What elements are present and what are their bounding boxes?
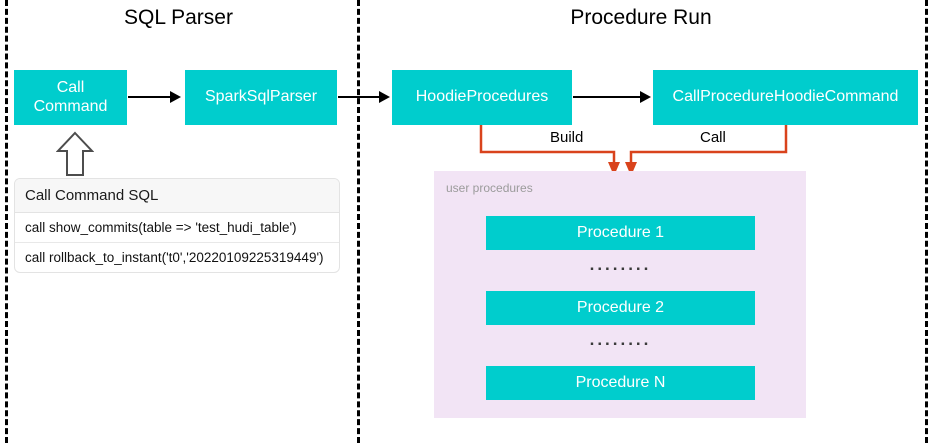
node-call-command-label-line1: Call	[56, 79, 85, 97]
separator-right-dashed-line	[925, 0, 928, 443]
table-row: call rollback_to_instant('t0','202201092…	[25, 250, 324, 265]
table-row: call show_commits(table => 'test_hudi_ta…	[15, 213, 339, 243]
user-procedures-panel-label: user procedures	[446, 181, 533, 195]
node-spark-sql-parser[interactable]: SparkSqlParser	[185, 70, 337, 125]
call-command-sql-table-header: Call Command SQL	[15, 179, 339, 213]
separator-left-dashed-line	[5, 0, 8, 443]
call-command-sql-table: Call Command SQL call show_commits(table…	[14, 178, 340, 273]
arrow-spark-sql-parser-to-hoodie-procedures-head-icon	[379, 91, 390, 103]
arrow-call-command-to-spark-sql-parser-head-icon	[170, 91, 181, 103]
list-item[interactable]: Procedure N	[486, 366, 755, 400]
arrow-spark-sql-parser-to-hoodie-procedures-line	[338, 96, 382, 98]
user-procedures-panel: user procedures Procedure 1 ........ Pro…	[434, 171, 806, 418]
separator-middle-dashed-line	[357, 0, 360, 443]
arrow-call-command-to-spark-sql-parser-line	[128, 96, 172, 98]
connector-label-build: Build	[546, 129, 588, 146]
hollow-up-arrow-icon	[56, 131, 94, 176]
list-item[interactable]: Procedure 1	[486, 216, 755, 250]
node-call-procedure-hoodie-command[interactable]: CallProcedureHoodieCommand	[653, 70, 918, 125]
arrow-hoodie-procedures-to-call-procedure-line	[573, 96, 641, 98]
procedures-ellipsis-1: ........	[589, 255, 652, 274]
section-title-procedure-run: Procedure Run	[570, 6, 712, 29]
node-call-command-label: Call Command	[34, 79, 108, 116]
section-title-sql-parser: SQL Parser	[124, 6, 233, 29]
node-call-command[interactable]: Call Command	[14, 70, 127, 125]
procedures-ellipsis-2: ........	[589, 330, 652, 349]
arrow-hoodie-procedures-to-call-procedure-head-icon	[640, 91, 651, 103]
node-hoodie-procedures[interactable]: HoodieProcedures	[392, 70, 572, 125]
list-item[interactable]: Procedure 2	[486, 291, 755, 325]
connector-label-call: Call	[696, 129, 730, 146]
node-call-command-label-line2: Command	[33, 97, 108, 115]
